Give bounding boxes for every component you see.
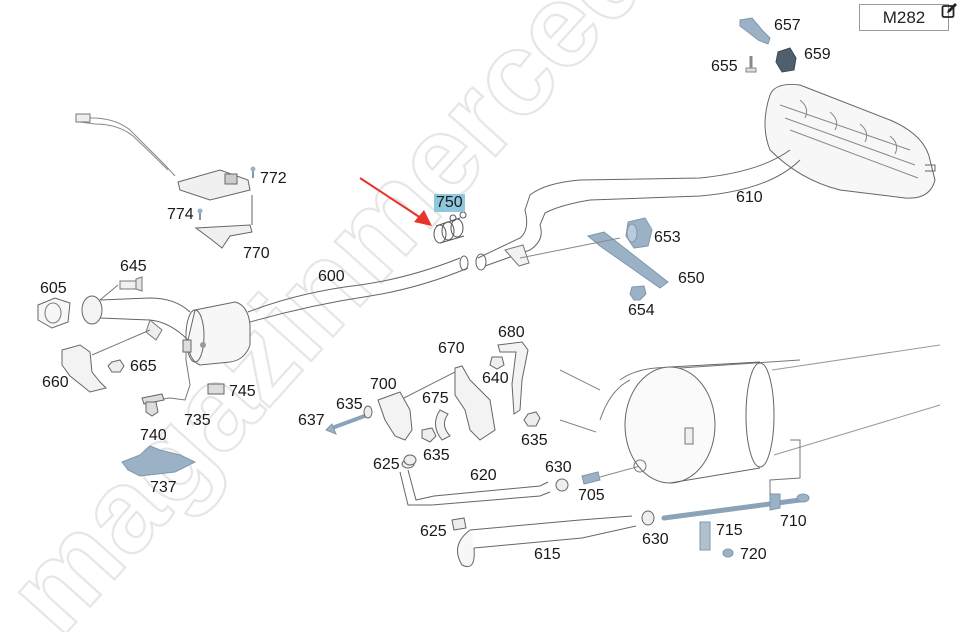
part-clamp-630-upper[interactable] [555, 478, 569, 492]
part-bolt-637[interactable] [325, 412, 371, 435]
callout-660[interactable]: 660 [42, 374, 69, 391]
callout-655[interactable]: 655 [711, 58, 738, 75]
callout-770[interactable]: 770 [243, 245, 270, 262]
callout-630-lower[interactable]: 630 [642, 531, 669, 548]
part-nut-635-mid[interactable] [421, 427, 437, 443]
part-screw-720[interactable] [722, 548, 734, 558]
callout-600[interactable]: 600 [318, 268, 345, 285]
callout-737[interactable]: 737 [150, 479, 177, 496]
callout-772[interactable]: 772 [260, 170, 287, 187]
part-bracket-660[interactable] [61, 329, 151, 393]
part-hanger-650[interactable] [519, 231, 669, 289]
callout-715[interactable]: 715 [716, 522, 743, 539]
model-code-label: M282 [882, 8, 926, 27]
callout-635-left[interactable]: 635 [336, 396, 363, 413]
callout-653[interactable]: 653 [654, 229, 681, 246]
callout-630-upper[interactable]: 630 [545, 459, 572, 476]
part-clamp-625-lower[interactable] [451, 517, 467, 531]
callout-745[interactable]: 745 [229, 383, 256, 400]
part-center-silencer[interactable] [559, 344, 941, 495]
part-nipple-705[interactable] [581, 465, 641, 485]
part-bolt-645[interactable] [99, 276, 143, 301]
part-screw-655[interactable] [745, 56, 757, 73]
part-front-pipe[interactable] [247, 255, 469, 323]
part-nut-665[interactable] [107, 359, 125, 373]
callout-720[interactable]: 720 [740, 546, 767, 563]
callout-645[interactable]: 645 [120, 258, 147, 275]
callout-675[interactable]: 675 [422, 390, 449, 407]
part-rubber-mount-659[interactable] [775, 47, 797, 73]
callout-735[interactable]: 735 [184, 412, 211, 429]
callout-635-mid[interactable]: 635 [423, 447, 450, 464]
callout-620[interactable]: 620 [470, 467, 497, 484]
callout-680[interactable]: 680 [498, 324, 525, 341]
callout-665[interactable]: 665 [130, 358, 157, 375]
part-rear-muffler[interactable] [764, 84, 936, 199]
callout-700[interactable]: 700 [370, 376, 397, 393]
callout-625-lower[interactable]: 625 [420, 523, 447, 540]
part-rod-710[interactable] [661, 493, 810, 521]
edit-icon[interactable] [941, 2, 958, 19]
part-bushing-654[interactable] [629, 285, 647, 301]
callout-654[interactable]: 654 [628, 302, 655, 319]
callout-637[interactable]: 637 [298, 412, 325, 429]
callout-659[interactable]: 659 [804, 46, 831, 63]
part-bracket-680[interactable] [497, 341, 529, 415]
part-inlet-pipe[interactable] [81, 295, 191, 341]
part-clamp-625-upper[interactable] [403, 454, 417, 466]
part-bracket-657[interactable] [739, 17, 771, 45]
part-nut-640[interactable] [489, 356, 505, 370]
part-bracket-670[interactable] [399, 365, 496, 441]
callout-650[interactable]: 650 [678, 270, 705, 287]
callout-670[interactable]: 670 [438, 340, 465, 357]
callout-635-right[interactable]: 635 [521, 432, 548, 449]
callout-610[interactable]: 610 [736, 189, 763, 206]
callout-657[interactable]: 657 [774, 17, 801, 34]
model-code-box: M282 [859, 4, 949, 31]
callout-640[interactable]: 640 [482, 370, 509, 387]
part-intermediate-pipe[interactable] [475, 149, 801, 271]
pointer-arrow [359, 177, 432, 226]
callout-615[interactable]: 615 [534, 546, 561, 563]
part-clip-675[interactable] [435, 409, 451, 441]
callout-740[interactable]: 740 [140, 427, 167, 444]
part-clip-740[interactable] [145, 401, 159, 417]
part-shield-737[interactable] [121, 445, 197, 477]
part-nut-635-right[interactable] [523, 411, 541, 427]
part-gasket-605[interactable] [37, 297, 71, 329]
callout-774[interactable]: 774 [167, 206, 194, 223]
part-plate-715[interactable] [699, 521, 711, 551]
part-connector-745[interactable] [207, 383, 225, 395]
part-clamp-750[interactable] [433, 211, 467, 244]
part-clamp-630-lower[interactable] [641, 510, 655, 526]
callout-710[interactable]: 710 [780, 513, 807, 530]
part-washer-635-left[interactable] [363, 405, 373, 419]
part-sensor-module-770[interactable] [75, 113, 253, 249]
part-screw-772[interactable] [250, 166, 256, 179]
callout-750-highlighted[interactable]: 750 [434, 194, 465, 212]
callout-605[interactable]: 605 [40, 280, 67, 297]
part-tailpipe-615[interactable] [457, 515, 637, 568]
callout-625-upper[interactable]: 625 [373, 456, 400, 473]
part-screw-774[interactable] [197, 208, 203, 221]
part-bushing-653[interactable] [625, 217, 653, 249]
callout-705[interactable]: 705 [578, 487, 605, 504]
part-mount-700[interactable] [377, 391, 413, 441]
part-particulate-filter[interactable] [185, 301, 251, 366]
